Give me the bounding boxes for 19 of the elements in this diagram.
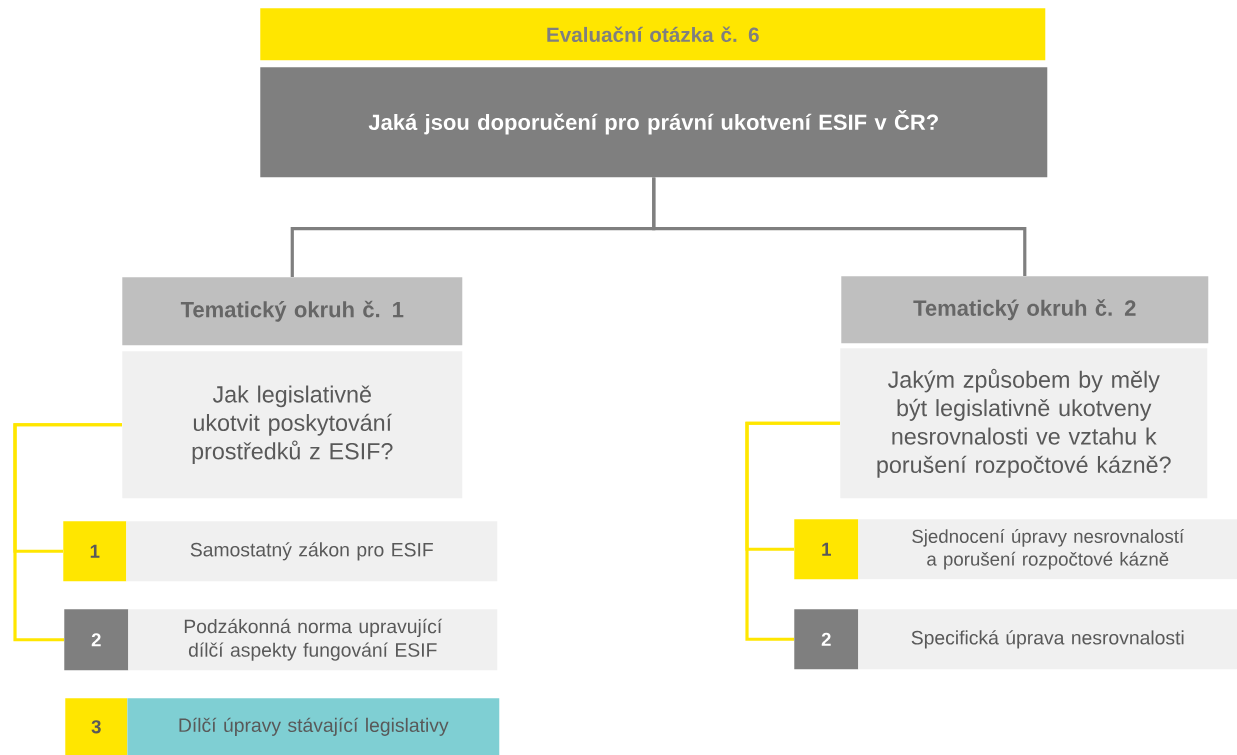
connector-line (652, 177, 1027, 276)
option-box: Samostatný zákon pro ESIF (126, 521, 498, 582)
question-box: Jak legislativně ukotvit poskytování prostředků z ESIF? (122, 351, 463, 499)
question-box: Jaká jsou doporučení pro právní ukotvení ESIF v ČR? (260, 67, 1048, 178)
connector-line (745, 421, 840, 641)
option-box: Sjednocení úpravy nesrovnalostí a porušení rozpočtové kázně (858, 519, 1237, 580)
number-box: 1 (794, 519, 859, 580)
question-box: Jakým způsobem by měly být legislativně ukotveny nesrovnalosti ve vztahu k porušení rozpočtové kázně? (840, 348, 1208, 499)
number-box: 2 (794, 609, 859, 670)
option-box: Dílčí úpravy stávající legislativy (127, 698, 500, 755)
option-box: Podzákonná norma upravující dílčí aspekty fungování ESIF (128, 609, 498, 671)
number-box: 1 (63, 521, 127, 582)
topic-header: Tematický okruh č. 2 (841, 276, 1209, 344)
title-band: Evaluační otázka č. 6 (260, 8, 1046, 61)
topic-header: Tematický okruh č. 1 (122, 277, 463, 346)
connector-line (13, 423, 122, 642)
number-box: 3 (65, 698, 128, 755)
option-box: Specifická úprava nesrovnalosti (858, 609, 1237, 670)
number-box: 2 (64, 609, 129, 671)
